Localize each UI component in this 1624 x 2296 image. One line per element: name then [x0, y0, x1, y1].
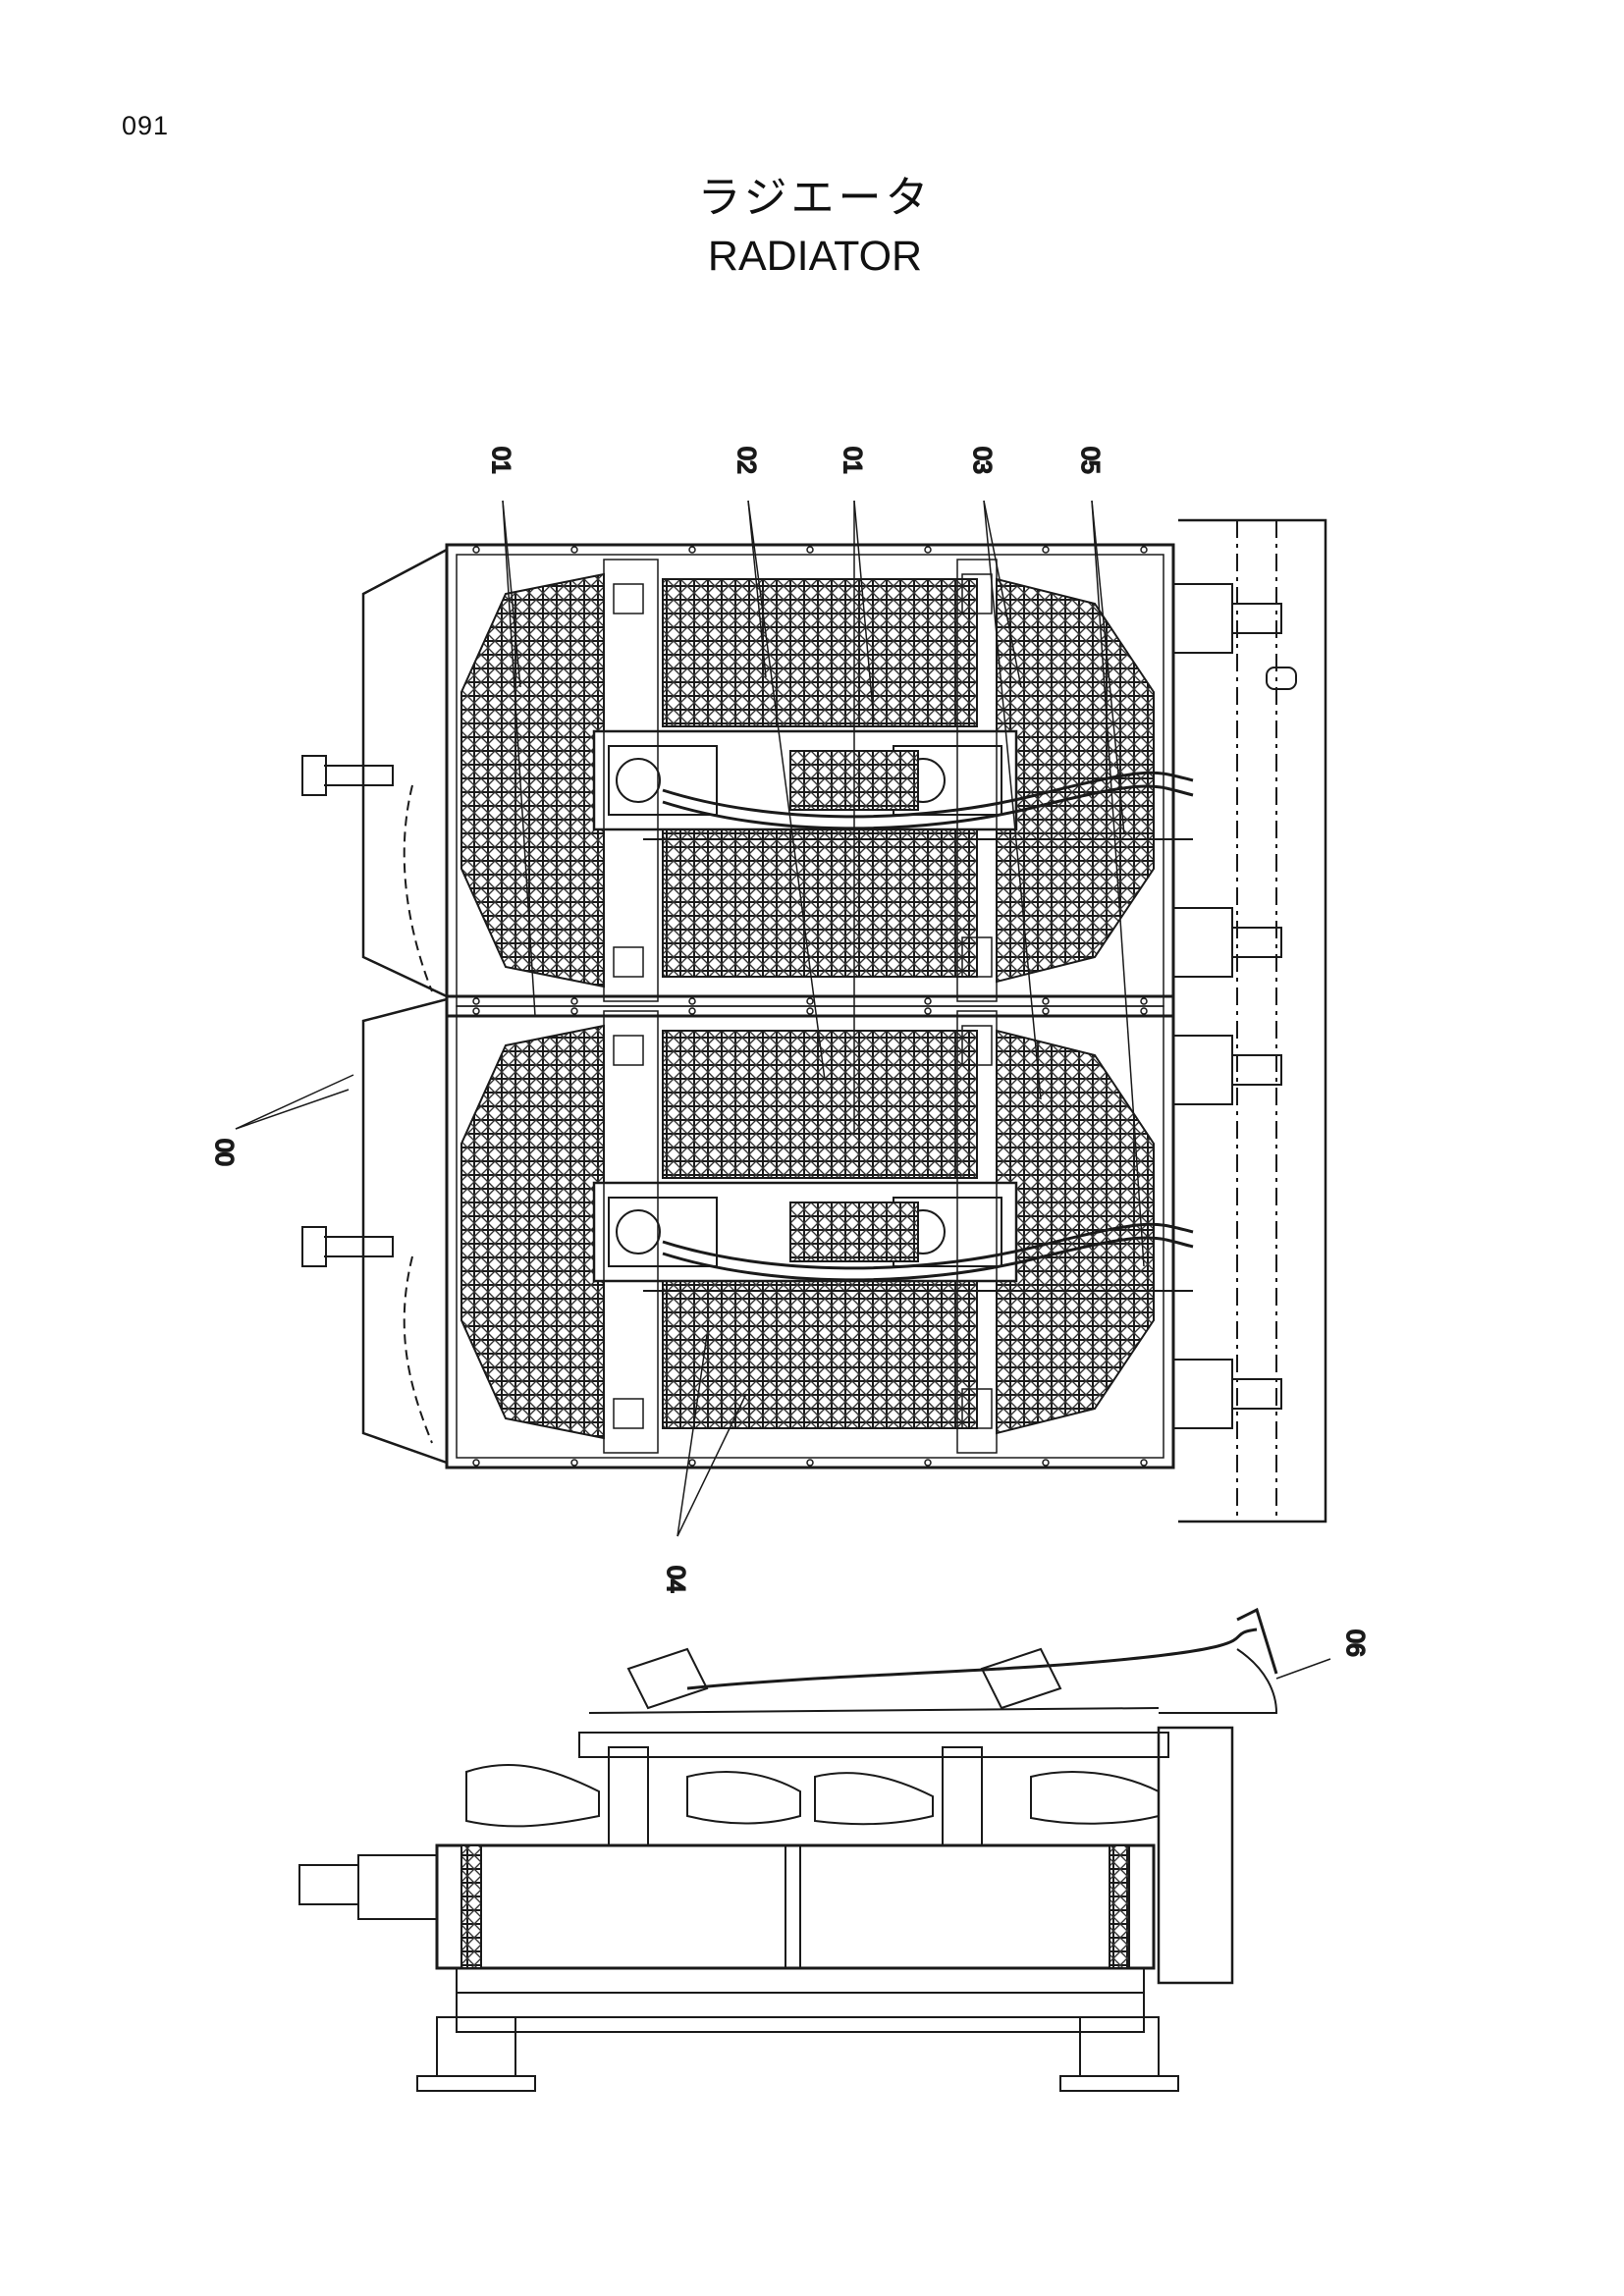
title-japanese: ラジエータ: [697, 173, 933, 223]
callout-00: 00: [210, 1139, 238, 1166]
callout-06: 06: [1341, 1629, 1369, 1657]
top-view: [301, 518, 1327, 1523]
callout-01-right: 01: [839, 447, 866, 474]
side-view: [298, 1607, 1278, 2092]
callout-04: 04: [662, 1566, 689, 1593]
callout-02: 02: [732, 447, 760, 474]
callout-05: 05: [1076, 447, 1104, 474]
title-english: RADIATOR: [707, 233, 923, 280]
callout-03: 03: [968, 447, 996, 474]
leader-lines: [235, 500, 1331, 1680]
page-number: 091: [122, 111, 170, 140]
callout-01-left: 01: [487, 447, 514, 474]
